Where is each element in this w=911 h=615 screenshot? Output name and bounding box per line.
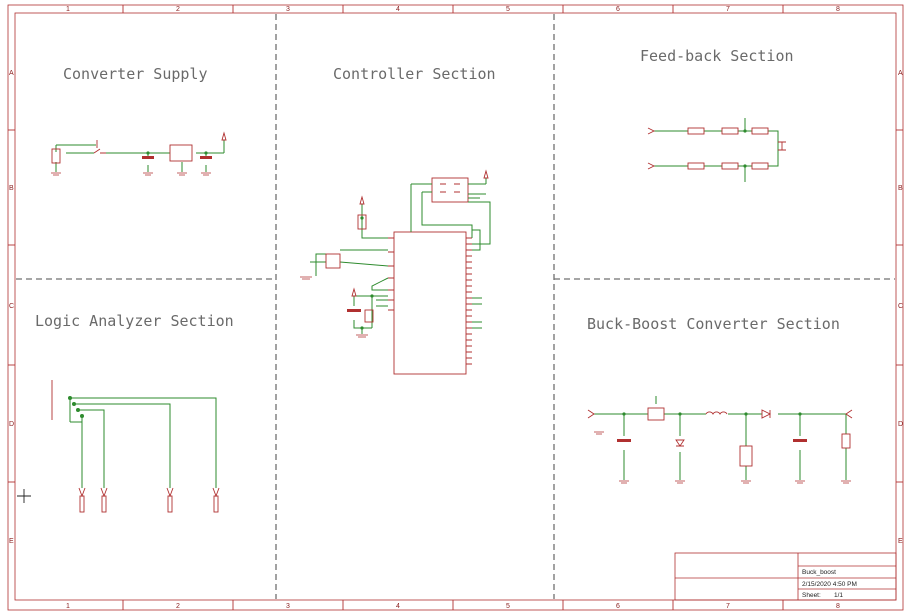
grid-row-label: B xyxy=(9,185,14,192)
grid-row-label: D xyxy=(9,421,14,428)
grid-col-label: 2 xyxy=(176,6,180,13)
title-block-date: 2/15/2020 4:50 PM xyxy=(802,581,857,588)
grid-col-label: 7 xyxy=(726,603,730,610)
grid-row-label: A xyxy=(898,70,903,77)
title-block-sheet-value: 1/1 xyxy=(834,592,843,599)
converter-supply-circuit xyxy=(51,131,227,176)
grid-col-label: 4 xyxy=(396,603,400,610)
grid-row-label: C xyxy=(9,303,14,310)
grid-col-label: 5 xyxy=(506,603,510,610)
section-title-logic-analyzer: Logic Analyzer Section xyxy=(35,312,234,330)
grid-row-label: D xyxy=(898,421,903,428)
section-title-buck-boost: Buck-Boost Converter Section xyxy=(587,315,840,333)
grid-row-label: A xyxy=(9,70,14,77)
grid-col-label: 8 xyxy=(836,6,840,13)
grid-col-label: 3 xyxy=(286,603,290,610)
sheet-frame-outer xyxy=(7,4,904,611)
grid-row-label: E xyxy=(898,538,903,545)
title-block-sheet-label: Sheet: xyxy=(802,592,821,599)
grid-col-label: 1 xyxy=(66,6,70,13)
section-title-controller: Controller Section xyxy=(333,65,496,83)
feedback-circuit xyxy=(647,118,786,182)
grid-row-label: C xyxy=(898,303,903,310)
grid-col-label: 1 xyxy=(66,603,70,610)
grid-col-label: 3 xyxy=(286,6,290,13)
grid-col-label: 4 xyxy=(396,6,400,13)
section-title-converter-supply: Converter Supply xyxy=(63,65,208,83)
controller-circuit xyxy=(300,169,491,375)
section-title-feedback: Feed-back Section xyxy=(640,47,794,65)
grid-row-label: B xyxy=(898,185,903,192)
logic-analyzer-circuit xyxy=(17,380,220,513)
buck-boost-circuit xyxy=(587,396,853,484)
grid-col-label: 5 xyxy=(506,6,510,13)
title-block-name: Buck_boost xyxy=(802,569,836,576)
grid-col-label: 6 xyxy=(616,603,620,610)
grid-col-label: 7 xyxy=(726,6,730,13)
grid-col-label: 2 xyxy=(176,603,180,610)
grid-row-label: E xyxy=(9,538,14,545)
sheet-frame-inner xyxy=(14,12,897,601)
grid-col-label: 6 xyxy=(616,6,620,13)
title-block xyxy=(674,552,897,601)
grid-col-label: 8 xyxy=(836,603,840,610)
